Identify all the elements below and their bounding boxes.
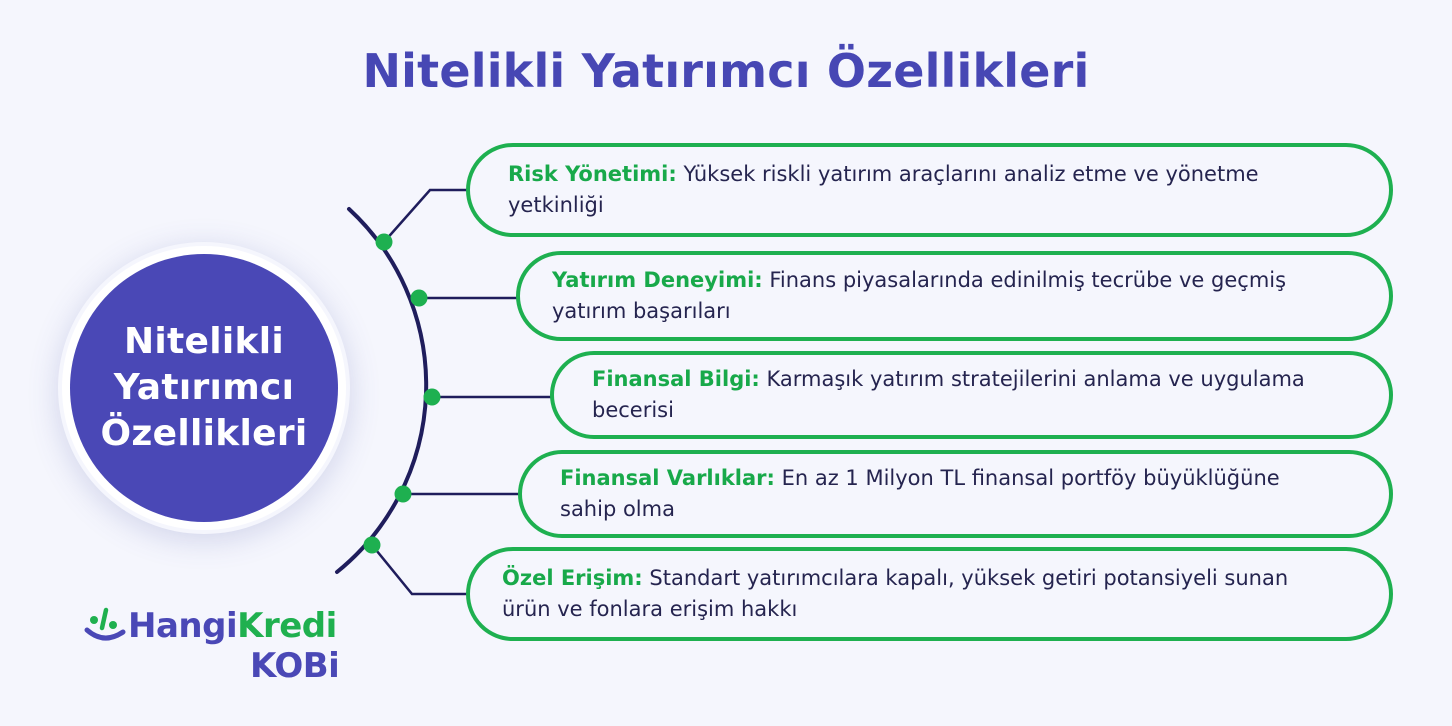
feature-card-risk-management: Risk Yönetimi: Yüksek riskli yatırım ara… (466, 143, 1393, 237)
feature-text: Karmaşık yatırım stratejilerini anlama v… (592, 367, 1305, 422)
node-dot-4 (394, 485, 412, 503)
feature-heading: Yatırım Deneyimi: (552, 268, 763, 292)
hub-line-1: Nitelikli (123, 321, 285, 362)
hub-line-3: Özellikleri (100, 413, 308, 454)
feature-text: En az 1 Milyon TL finansal portföy büyük… (560, 466, 1280, 521)
feature-heading: Finansal Bilgi: (592, 367, 760, 391)
feature-heading: Finansal Varlıklar: (560, 466, 775, 490)
node-dot-1 (375, 233, 393, 251)
connector-1 (383, 188, 470, 243)
brand-name-part3: KOBi (250, 646, 340, 686)
feature-text: Standart yatırımcılara kapalı, yüksek ge… (502, 566, 1289, 621)
feature-card-special-access: Özel Erişim: Standart yatırımcılara kapa… (466, 547, 1393, 641)
smiley-percent-icon (84, 607, 126, 641)
node-dot-3 (423, 388, 441, 406)
node-dot-2 (410, 289, 428, 307)
feature-text: Finans piyasalarında edinilmiş tecrübe v… (552, 268, 1287, 323)
brand-name-part2: Kredi (237, 606, 337, 646)
feature-card-financial-assets: Finansal Varlıklar: En az 1 Milyon TL fi… (518, 450, 1393, 538)
feature-heading: Risk Yönetimi: (508, 162, 677, 186)
feature-card-investment-experience: Yatırım Deneyimi: Finans piyasalarında e… (516, 251, 1393, 341)
feature-card-financial-knowledge: Finansal Bilgi: Karmaşık yatırım stratej… (550, 351, 1393, 439)
arc-spine (335, 207, 429, 574)
connector-5 (371, 544, 470, 596)
node-dot-5 (363, 536, 381, 554)
hub-line-2: Yatırımcı (113, 367, 295, 408)
hub-circle-inner: Nitelikli Yatırımcı Özellikleri (70, 254, 338, 522)
brand-name-part1: Hangi (128, 606, 238, 646)
page-title: Nitelikli Yatırımcı Özellikleri (362, 44, 1090, 98)
feature-text: Yüksek riskli yatırım araçlarını analiz … (508, 162, 1259, 217)
hub-circle: Nitelikli Yatırımcı Özellikleri (62, 246, 346, 530)
feature-heading: Özel Erişim: (502, 566, 643, 590)
